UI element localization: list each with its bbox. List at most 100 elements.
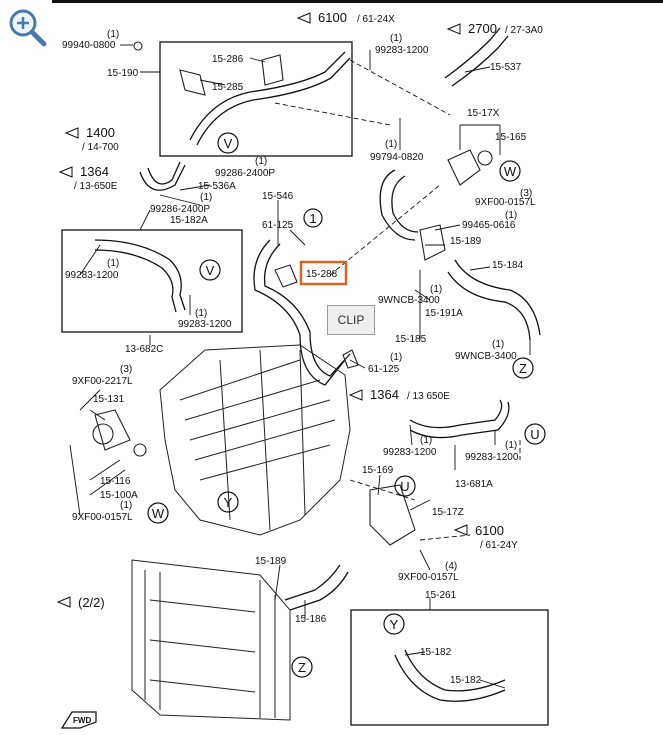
part-99283-1200-mid-a: 99283-1200 bbox=[383, 447, 437, 458]
callout-u-mid[interactable] bbox=[394, 475, 416, 497]
svg-text:V: V bbox=[206, 263, 215, 278]
callout-u-right[interactable] bbox=[524, 423, 546, 445]
part-61-125-bottom: 61-125 bbox=[368, 364, 400, 375]
svg-text:W: W bbox=[152, 506, 165, 521]
callout-1-top[interactable] bbox=[303, 208, 323, 228]
part-99794-0820: 99794-0820 bbox=[370, 152, 424, 163]
svg-text:Z: Z bbox=[519, 361, 527, 376]
group-box-top bbox=[159, 41, 353, 157]
callout-w-left[interactable] bbox=[147, 502, 169, 524]
ref-1364-mid[interactable]: 1364 / 13 650E bbox=[348, 387, 450, 402]
qty-label: (1) bbox=[492, 339, 504, 350]
qty-label: (1) bbox=[505, 210, 517, 221]
callout-circles bbox=[147, 132, 546, 678]
svg-text:FWD: FWD bbox=[73, 716, 91, 725]
group-box-bottom bbox=[350, 609, 549, 726]
qty-label: (1) bbox=[200, 192, 212, 203]
callout-v-top[interactable] bbox=[217, 132, 239, 154]
qty-label: (3) bbox=[520, 188, 532, 199]
part-15-17z: 15-17Z bbox=[432, 507, 464, 518]
hose-15-546 bbox=[253, 239, 346, 386]
svg-text:Y: Y bbox=[390, 617, 399, 632]
fwd-arrow: FWD bbox=[60, 711, 97, 729]
svg-text:/ 61-24Y: / 61-24Y bbox=[480, 540, 518, 551]
part-99465-0616: 99465-0616 bbox=[462, 220, 516, 231]
ref-1364-left[interactable]: 1364 / 13-650E bbox=[58, 164, 118, 192]
hose-15-190 bbox=[189, 51, 346, 141]
svg-text:/ 13-650E: / 13-650E bbox=[74, 181, 118, 192]
part-9wncb-3400-b: 9WNCB-3400 bbox=[455, 351, 517, 362]
part-99286-2400p-b: 99286-2400P bbox=[150, 204, 210, 215]
ref-2700[interactable]: 2700 / 27-3A0 bbox=[446, 21, 543, 36]
qty-label: (1) bbox=[120, 500, 132, 511]
qty-label: (1) bbox=[390, 33, 402, 44]
hose-drawings bbox=[94, 27, 541, 702]
part-13-681a: 13-681A bbox=[455, 479, 493, 490]
part-15-182-b: 15-182 bbox=[450, 675, 482, 686]
part-15-169: 15-169 bbox=[362, 465, 394, 476]
part-9wncb-3400-a: 9WNCB-3400 bbox=[378, 295, 440, 306]
qty-label: (1) bbox=[107, 29, 119, 40]
part-99283-1200-mid-b: 99283-1200 bbox=[465, 452, 519, 463]
part-15-190: 15-190 bbox=[107, 68, 139, 79]
fitting-drawings bbox=[92, 41, 493, 546]
part-15-116: 15-116 bbox=[100, 476, 131, 487]
svg-text:U: U bbox=[400, 479, 409, 494]
hose-15-536a bbox=[139, 164, 186, 191]
qty-label: (1) bbox=[390, 352, 402, 363]
svg-text:6100: 6100 bbox=[318, 10, 347, 25]
svg-text:Y: Y bbox=[224, 495, 233, 510]
callout-letters: V W 1 V Z U U Y W Z Y bbox=[152, 136, 540, 675]
ref-6100-top[interactable]: 6100 / 61-24X bbox=[296, 10, 395, 25]
part-15-189-top: 15-189 bbox=[450, 236, 482, 247]
svg-text:2700: 2700 bbox=[468, 21, 497, 36]
part-13-682c: 13-682C bbox=[125, 344, 163, 355]
callout-w-top[interactable] bbox=[499, 160, 521, 182]
callout-y-box[interactable] bbox=[383, 613, 405, 635]
part-15-286: 15-286 bbox=[212, 54, 244, 65]
hose-15-261 bbox=[394, 654, 506, 702]
part-9xf00-0157l-top: 9XF00-0157L bbox=[475, 197, 536, 208]
part-15-191a: 15-191A bbox=[425, 308, 463, 319]
clip-tooltip-text: CLIP bbox=[337, 313, 365, 327]
zoom-in-icon[interactable] bbox=[6, 6, 48, 48]
engine-drawing bbox=[159, 344, 351, 536]
svg-text:6100: 6100 bbox=[475, 523, 504, 538]
hose-15-185 bbox=[379, 169, 416, 241]
svg-text:U: U bbox=[530, 427, 539, 442]
ref-6100-bottom[interactable]: 6100 / 61-24Y bbox=[453, 523, 518, 551]
callout-z-right[interactable] bbox=[512, 357, 534, 379]
callout-v-box[interactable] bbox=[199, 259, 221, 281]
part-9xf00-0157l-bottom: 9XF00-0157L bbox=[398, 572, 459, 583]
part-99283-1200-top: 99283-1200 bbox=[375, 45, 429, 56]
svg-text:(2/2): (2/2) bbox=[78, 595, 105, 610]
qty-label: (1) bbox=[107, 258, 119, 269]
svg-text:W: W bbox=[504, 164, 517, 179]
part-99940-0800: 99940-0800 bbox=[62, 40, 116, 51]
part-15-261: 15-261 bbox=[425, 590, 457, 601]
part-15-189-bottom: 15-189 bbox=[255, 556, 287, 567]
qty-label: (1) bbox=[385, 139, 397, 150]
part-15-182-a: 15-182 bbox=[420, 647, 452, 658]
part-15-546: 15-546 bbox=[262, 191, 294, 202]
ref-1400[interactable]: 1400 / 14-700 bbox=[64, 125, 119, 153]
ref-2-2[interactable]: (2/2) bbox=[56, 595, 105, 610]
radiator-drawing bbox=[131, 559, 291, 721]
part-99283-1200-box-a: 99283-1200 bbox=[65, 270, 119, 281]
part-61-125-top: 61-125 bbox=[262, 220, 294, 231]
hose-15-537 bbox=[444, 27, 501, 79]
part-15-131: 15-131 bbox=[93, 394, 125, 405]
hose-15-184 bbox=[454, 259, 541, 336]
callout-z-bottom[interactable] bbox=[291, 656, 313, 678]
part-15-184: 15-184 bbox=[492, 260, 524, 271]
part-15-182a: 15-182A bbox=[170, 215, 208, 226]
part-15-285: 15-285 bbox=[212, 82, 244, 93]
qty-label: (1) bbox=[430, 284, 442, 295]
callout-y-mid[interactable] bbox=[217, 491, 239, 513]
clip-tooltip: CLIP bbox=[327, 305, 375, 335]
qty-label: (4) bbox=[445, 561, 457, 572]
part-15-288-highlight[interactable]: 15-288 bbox=[299, 260, 348, 286]
part-15-536a: 15-536A bbox=[198, 181, 236, 192]
